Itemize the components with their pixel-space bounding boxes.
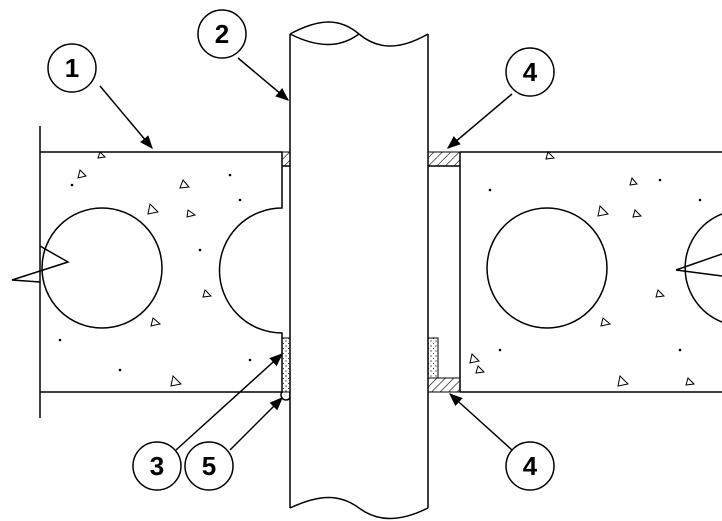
leader-3	[175, 353, 284, 451]
callout-2-label: 2	[215, 19, 229, 49]
callout-4-bottom: 4	[505, 441, 555, 491]
break-line-right	[675, 253, 722, 277]
packing-material-left	[281, 337, 291, 393]
break-line-left	[11, 245, 70, 283]
callout-4-bottom-label: 4	[523, 451, 538, 481]
sealant-bottom-right	[427, 377, 461, 393]
left-opening-edge	[281, 151, 291, 167]
leader-5	[229, 397, 283, 451]
callout-3: 3	[132, 441, 182, 491]
concrete-aggregate-right	[469, 151, 702, 387]
sealant-bead-left	[280, 391, 291, 401]
callout-4-top-label: 4	[523, 57, 538, 87]
leader-1	[99, 85, 153, 150]
annular-space-right	[427, 151, 461, 393]
concrete-aggregate-left	[58, 151, 252, 387]
callout-3-label: 3	[150, 451, 164, 481]
callout-1-label: 1	[65, 53, 79, 83]
callout-2: 2	[197, 9, 247, 59]
leader-4-bottom	[448, 393, 513, 451]
leader-lines	[99, 57, 513, 451]
leader-2	[237, 57, 290, 101]
callout-5-label: 5	[202, 451, 216, 481]
right-concrete-slab	[459, 151, 722, 393]
sealant-top-left	[281, 151, 291, 167]
hollow-core-right	[486, 207, 608, 329]
left-concrete-slab	[11, 126, 283, 418]
packing-material-right	[427, 337, 439, 379]
callout-1: 1	[47, 43, 97, 93]
leader-4-top	[446, 93, 513, 149]
pipe	[289, 21, 429, 520]
hollow-core-partial-right	[684, 213, 722, 323]
hollow-core-left	[41, 207, 163, 329]
sealant-top-right	[427, 151, 461, 167]
callout-5: 5	[184, 441, 234, 491]
callout-4-top: 4	[505, 47, 555, 97]
